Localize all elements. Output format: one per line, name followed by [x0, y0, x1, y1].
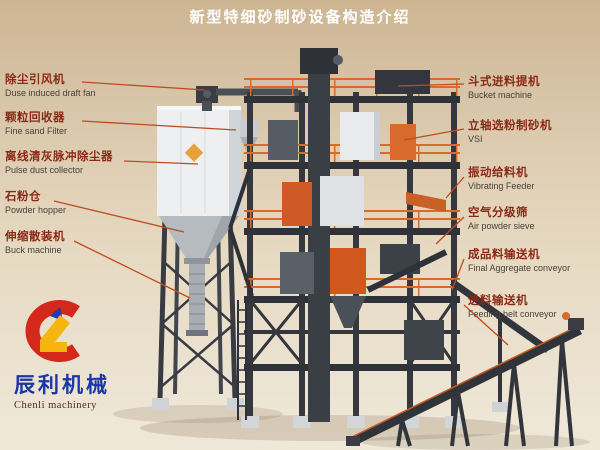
pulse-dust-collector-unit: [152, 86, 302, 410]
tower-footings: [241, 416, 463, 428]
label-zh: 空气分级筛: [468, 207, 528, 219]
brand-emblem: [184, 143, 204, 162]
label-fine-sand-filter: 颗粒回收器 Fine sand Filter: [5, 112, 67, 137]
label-zh: 伸缩散装机: [5, 231, 65, 243]
label-zh: 进料输送机: [468, 295, 528, 307]
label-en: Final Aggregate conveyor: [468, 263, 571, 274]
label-en: Air powder sieve: [468, 221, 535, 232]
label-zh: 成品料输送机: [468, 249, 540, 261]
classifier-box: [340, 112, 380, 160]
leader-lines: [53, 81, 509, 346]
vsi-machine: [390, 124, 416, 160]
top-platform-machine: [375, 70, 430, 94]
access-ladder: [228, 161, 254, 420]
concrete-footing: [227, 398, 244, 410]
label-buck-machine: 伸缩散装机 Buck machine: [5, 231, 65, 256]
label-en: Pulse dust collector: [5, 165, 84, 176]
logo-yellow-arrow: [40, 315, 70, 352]
label-en: Feeding belt conveyor: [468, 309, 557, 320]
bucket-elevator-head: [300, 48, 338, 74]
concrete-footing: [152, 398, 169, 410]
label-zh: 斗式进料提机: [468, 76, 540, 88]
label-air-powder-sieve: 空气分级筛 Air powder sieve: [468, 207, 535, 232]
label-en: VSI: [468, 134, 483, 145]
label-zh: 振动给料机: [468, 167, 528, 179]
label-dust-induced-draft-fan: 除尘引风机 Duse induced draft fan: [5, 74, 96, 99]
label-final-aggregate-conveyor: 成品料输送机 Final Aggregate conveyor: [468, 249, 570, 274]
company-name-english: Chenli machinery: [14, 400, 97, 411]
bucket-elevator: [308, 50, 330, 422]
label-vsi: 立轴选粉制砂机 VSI: [468, 120, 552, 145]
label-vibrating-feeder: 振动给料机 Vibrating Feeder: [468, 167, 534, 192]
company-logo: 辰利机械 Chenli machinery: [14, 300, 134, 411]
label-en: Vibrating Feeder: [468, 181, 535, 192]
label-en: Duse induced draft fan: [5, 88, 96, 99]
label-zh: 除尘引风机: [5, 74, 65, 86]
final-aggregate-conveyor: [449, 279, 551, 353]
label-pulse-dust-collector: 离线清灰脉冲除尘器 Pulse dust collector: [5, 151, 113, 176]
label-en: Powder hopper: [5, 205, 67, 216]
page-title: 新型特细砂制砂设备构造介绍: [189, 9, 411, 26]
label-en: Bucket machine: [468, 90, 533, 101]
tower-equipment: [268, 48, 448, 422]
label-zh: 离线清灰脉冲除尘器: [5, 151, 113, 163]
logo-mark: [25, 300, 80, 362]
vibrating-feeder-tray: [406, 192, 446, 212]
air-powder-sieve-unit: [330, 248, 366, 294]
company-name-chinese: 辰利机械: [14, 373, 110, 397]
label-en: Fine sand Filter: [5, 126, 68, 137]
conveyor-head-drive: [568, 318, 584, 330]
conveyors: [346, 279, 584, 447]
label-powder-hopper: 石粉仓 Powder hopper: [5, 191, 66, 216]
feeding-belt-conveyor: [350, 325, 582, 447]
label-zh: 立轴选粉制砂机: [468, 120, 552, 132]
label-zh: 颗粒回收器: [5, 112, 65, 124]
label-feeding-belt-conveyor: 进料输送机 Feeding belt conveyor: [468, 295, 557, 320]
label-zh: 石粉仓: [5, 191, 41, 203]
label-en: Buck machine: [5, 245, 62, 256]
label-bucket-machine: 斗式进料提机 Bucket machine: [468, 76, 540, 101]
